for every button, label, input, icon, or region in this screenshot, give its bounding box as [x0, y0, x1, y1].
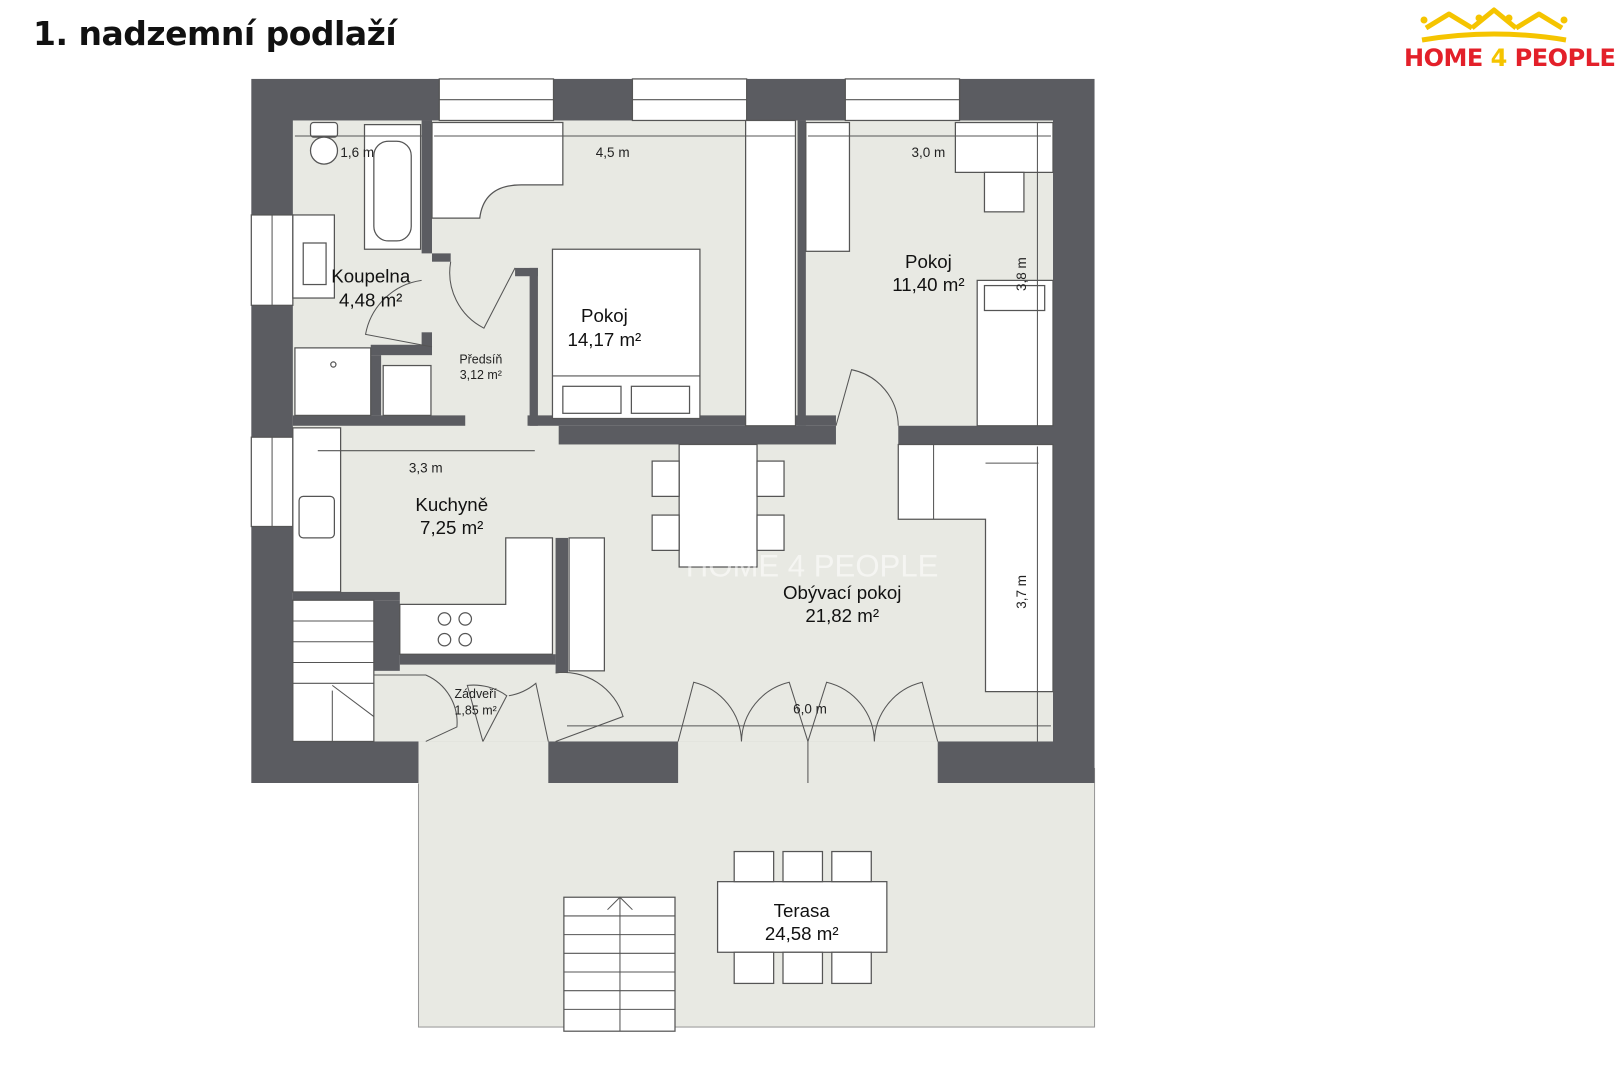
room-name: Koupelna — [331, 265, 411, 286]
dimension-label: 1,6 m — [340, 145, 374, 160]
dimension-label: 6,0 m — [793, 701, 827, 716]
terrace-stairs — [563, 896, 676, 1032]
dimension-label: 3,3 m — [409, 460, 443, 475]
interior-walls — [292, 120, 1053, 673]
wardrobe — [744, 119, 797, 427]
logo-text-4: 4 — [1490, 44, 1508, 72]
room-name: Pokoj — [905, 251, 952, 272]
dimension-lines — [294, 122, 1051, 742]
toilet-bowl — [309, 136, 339, 165]
desk — [431, 121, 564, 219]
dimension-label: 3,7 m — [1014, 575, 1029, 609]
fridge — [568, 537, 606, 672]
room-name: Obývací pokoj — [783, 582, 901, 603]
room-area: 1,85 m² — [455, 703, 497, 717]
room-area: 24,58 m² — [765, 923, 839, 944]
dining-table — [678, 443, 758, 568]
desk-right — [954, 121, 1054, 174]
room-name: Předsíň — [459, 352, 502, 366]
watermark: HOME 4 PEOPLE — [686, 548, 939, 583]
logo-houses-icon — [1420, 7, 1568, 43]
room-area: 7,25 m² — [420, 517, 483, 538]
staircase-interior — [292, 599, 375, 743]
terrace-door-opening — [418, 741, 549, 785]
room-name: Pokoj — [581, 305, 628, 326]
toilet-icon — [309, 121, 339, 138]
dimension-label: 3,8 m — [1014, 257, 1029, 291]
room-area: 11,40 m² — [892, 274, 964, 295]
dimension-label: 4,5 m — [596, 145, 630, 160]
cooktop-icon — [437, 612, 473, 647]
home4people-logo: HOME 4 PEOPLE — [1404, 6, 1616, 74]
logo-text-home: HOME — [1404, 44, 1491, 72]
kitchen-sink — [298, 495, 336, 539]
sofa — [897, 443, 1054, 693]
logo-text-people: PEOPLE — [1506, 44, 1616, 72]
kitchen-unit — [399, 537, 554, 655]
room-area: 14,17 m² — [568, 329, 642, 350]
room-area: 3,12 m² — [460, 368, 502, 382]
windows — [250, 78, 961, 528]
washing-machine — [294, 347, 372, 417]
room-name: Zádveří — [455, 687, 498, 701]
room-area: 21,82 m² — [805, 605, 879, 626]
furniture — [292, 119, 1054, 1032]
room-area: 4,48 m² — [339, 289, 402, 310]
dimension-label: 3,0 m — [912, 145, 946, 160]
terrace-chairs — [733, 850, 872, 985]
shelf — [805, 121, 851, 252]
cabinet — [382, 364, 432, 417]
room-name: Terasa — [774, 900, 831, 921]
page-title: 1. nadzemní podlaží — [33, 14, 397, 53]
room-name: Kuchyně — [415, 494, 488, 515]
door-swings — [364, 261, 939, 784]
logo-text: HOME 4 PEOPLE — [1404, 44, 1616, 72]
